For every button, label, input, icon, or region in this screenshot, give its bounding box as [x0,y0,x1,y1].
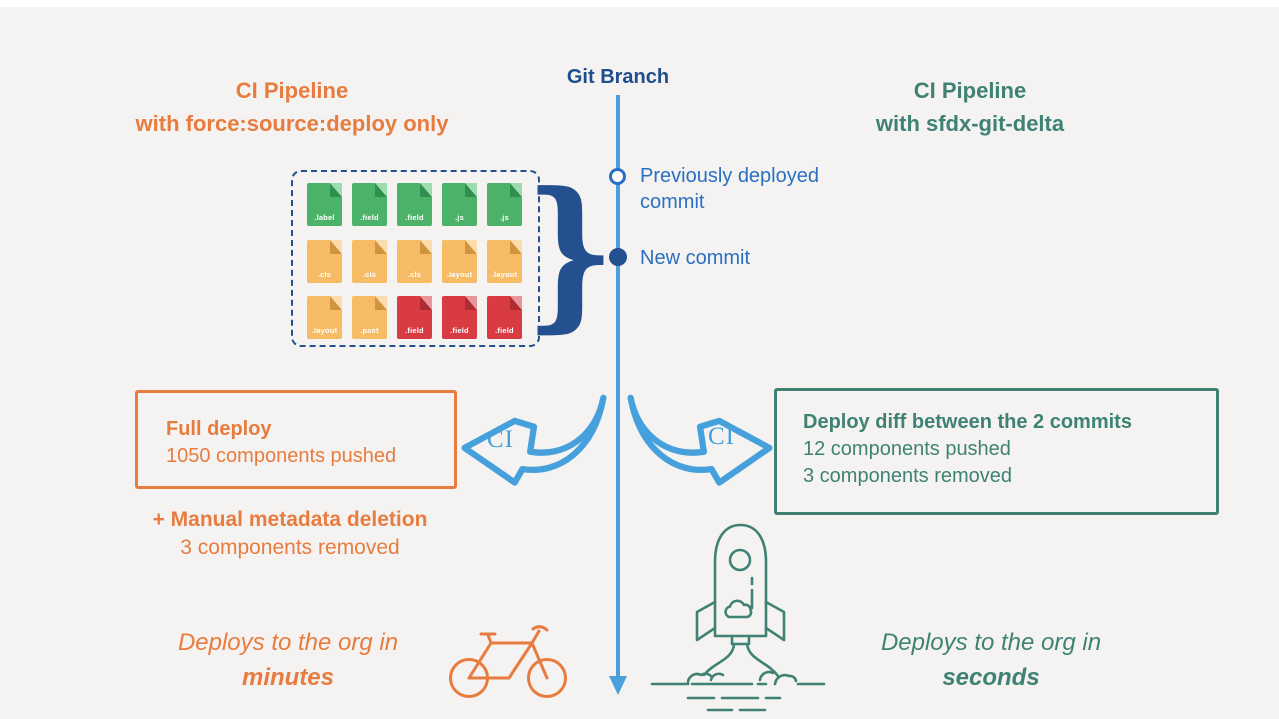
full-deploy-box: Full deploy 1050 components pushed [135,390,457,489]
file-ext-label: .field [495,326,514,335]
file-icon: .js [442,183,477,226]
new-commit-node-icon [609,248,627,266]
left-pipeline-title-line2: with force:source:deploy only [135,111,449,136]
git-branch-line [616,95,620,677]
file-ext-label: .pset [360,326,379,335]
right-speed-prefix: Deploys to the org in [880,629,1102,656]
file-icon: .cls [307,240,342,283]
file-icon: .field [397,183,432,226]
file-ext-label: .layout [491,270,518,279]
ci-arrow-left-icon [456,392,612,498]
full-deploy-detail: 1050 components pushed [166,445,397,467]
top-strip [0,0,1279,7]
file-ext-label: .cls [317,270,332,279]
manual-deletion-title: + Manual metadata deletion [152,508,428,531]
full-deploy-title: Full deploy [166,418,272,440]
previous-commit-label-line2: commit [640,191,705,213]
left-pipeline-title-line1: CI Pipeline [235,78,349,103]
file-icon: .label [307,183,342,226]
right-speed-note: Deploys to the org in seconds [836,625,1146,695]
deploy-diff-removed: 3 components removed [803,465,1013,487]
right-pipeline-title-line1: CI Pipeline [913,78,1027,103]
ci-arrow-right-label: CI [708,423,735,450]
metadata-files-group-box [291,170,540,347]
ci-arrow-left-label: CI [487,426,514,453]
right-pipeline-title: CI Pipeline with sfdx-git-delta [770,74,1170,140]
file-ext-label: .field [360,213,379,222]
left-speed-prefix: Deploys to the org in [177,629,399,656]
deploy-diff-box: Deploy diff between the 2 commits 12 com… [774,388,1219,515]
previous-commit-label: Previously deployed commit [640,163,860,215]
bicycle-icon [448,618,570,702]
rocket-icon [648,520,832,719]
previous-commit-label-line1: Previously deployed [640,165,819,187]
file-icon: .layout [307,296,342,339]
branch-arrow-down-icon [609,676,627,695]
file-icon: .field [442,296,477,339]
file-icon: .cls [352,240,387,283]
manual-deletion-detail: 3 components removed [180,536,400,559]
file-ext-label: .layout [311,326,338,335]
previous-commit-node-icon [609,168,626,185]
manual-deletion-note: + Manual metadata deletion 3 components … [110,506,470,562]
file-icon: .cls [397,240,432,283]
ci-arrow-right-icon [622,392,778,498]
new-commit-label: New commit [640,247,751,269]
git-branch-label: Git Branch [566,66,670,88]
right-pipeline-title-line2: with sfdx-git-delta [875,111,1065,136]
file-ext-label: .field [405,326,424,335]
deploy-diff-pushed: 12 components pushed [803,438,1011,460]
file-icon: .field [397,296,432,339]
file-icon: .layout [487,240,522,283]
file-icon: .pset [352,296,387,339]
left-speed-emphasis: minutes [241,664,334,691]
file-ext-label: .field [405,213,424,222]
file-ext-label: .cls [407,270,422,279]
file-ext-label: .js [455,213,464,222]
file-ext-label: .field [450,326,469,335]
file-icon: .field [352,183,387,226]
left-speed-note: Deploys to the org in minutes [133,625,443,695]
left-pipeline-title: CI Pipeline with force:source:deploy onl… [92,74,492,140]
file-ext-label: .layout [446,270,473,279]
right-speed-emphasis: seconds [942,664,1040,691]
deploy-diff-title: Deploy diff between the 2 commits [803,411,1132,433]
file-ext-label: .label [314,213,335,222]
file-ext-label: .cls [362,270,377,279]
file-ext-label: .js [500,213,509,222]
file-icon: .layout [442,240,477,283]
curly-brace-icon: } [524,154,616,348]
file-icon: .field [487,296,522,339]
file-icon: .js [487,183,522,226]
